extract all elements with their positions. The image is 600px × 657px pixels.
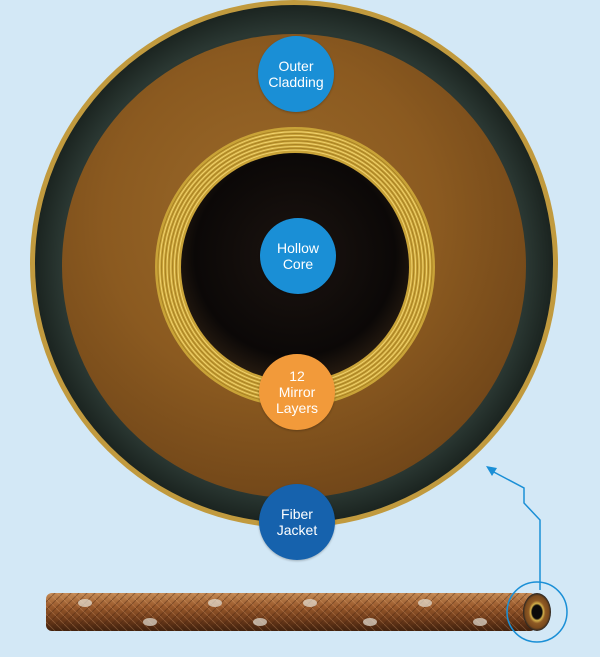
fiber-end-cap — [523, 593, 551, 631]
connector-arrow-line — [489, 469, 541, 590]
hollow-core-label: Hollow Core — [260, 218, 336, 294]
fiber-tube-braid — [46, 593, 536, 631]
fiber-end-highlight-circle — [506, 581, 568, 643]
tube-highlight-spot — [303, 599, 317, 607]
fiber-jacket-label-text: Fiber Jacket — [276, 506, 318, 538]
fiber-tube-highlights — [78, 599, 487, 626]
tube-highlight-spot — [78, 599, 92, 607]
tube-highlight-spot — [253, 618, 267, 626]
connector-arrow-head — [486, 466, 497, 476]
mirror-layers-label-text: 12 Mirror Layers — [275, 368, 319, 416]
hollow-core-label-text: Hollow Core — [276, 240, 319, 272]
tube-highlight-spot — [473, 618, 487, 626]
outer-cladding-label-text: Outer Cladding — [268, 58, 324, 90]
tube-highlight-spot — [143, 618, 157, 626]
tube-highlight-spot — [418, 599, 432, 607]
tube-highlight-spot — [208, 599, 222, 607]
tube-highlight-spot — [363, 618, 377, 626]
fiber-jacket-label: Fiber Jacket — [259, 484, 335, 560]
outer-cladding-label: Outer Cladding — [258, 36, 334, 112]
mirror-layers-label: 12 Mirror Layers — [259, 354, 335, 430]
mirror-layer-rings — [157, 129, 433, 405]
